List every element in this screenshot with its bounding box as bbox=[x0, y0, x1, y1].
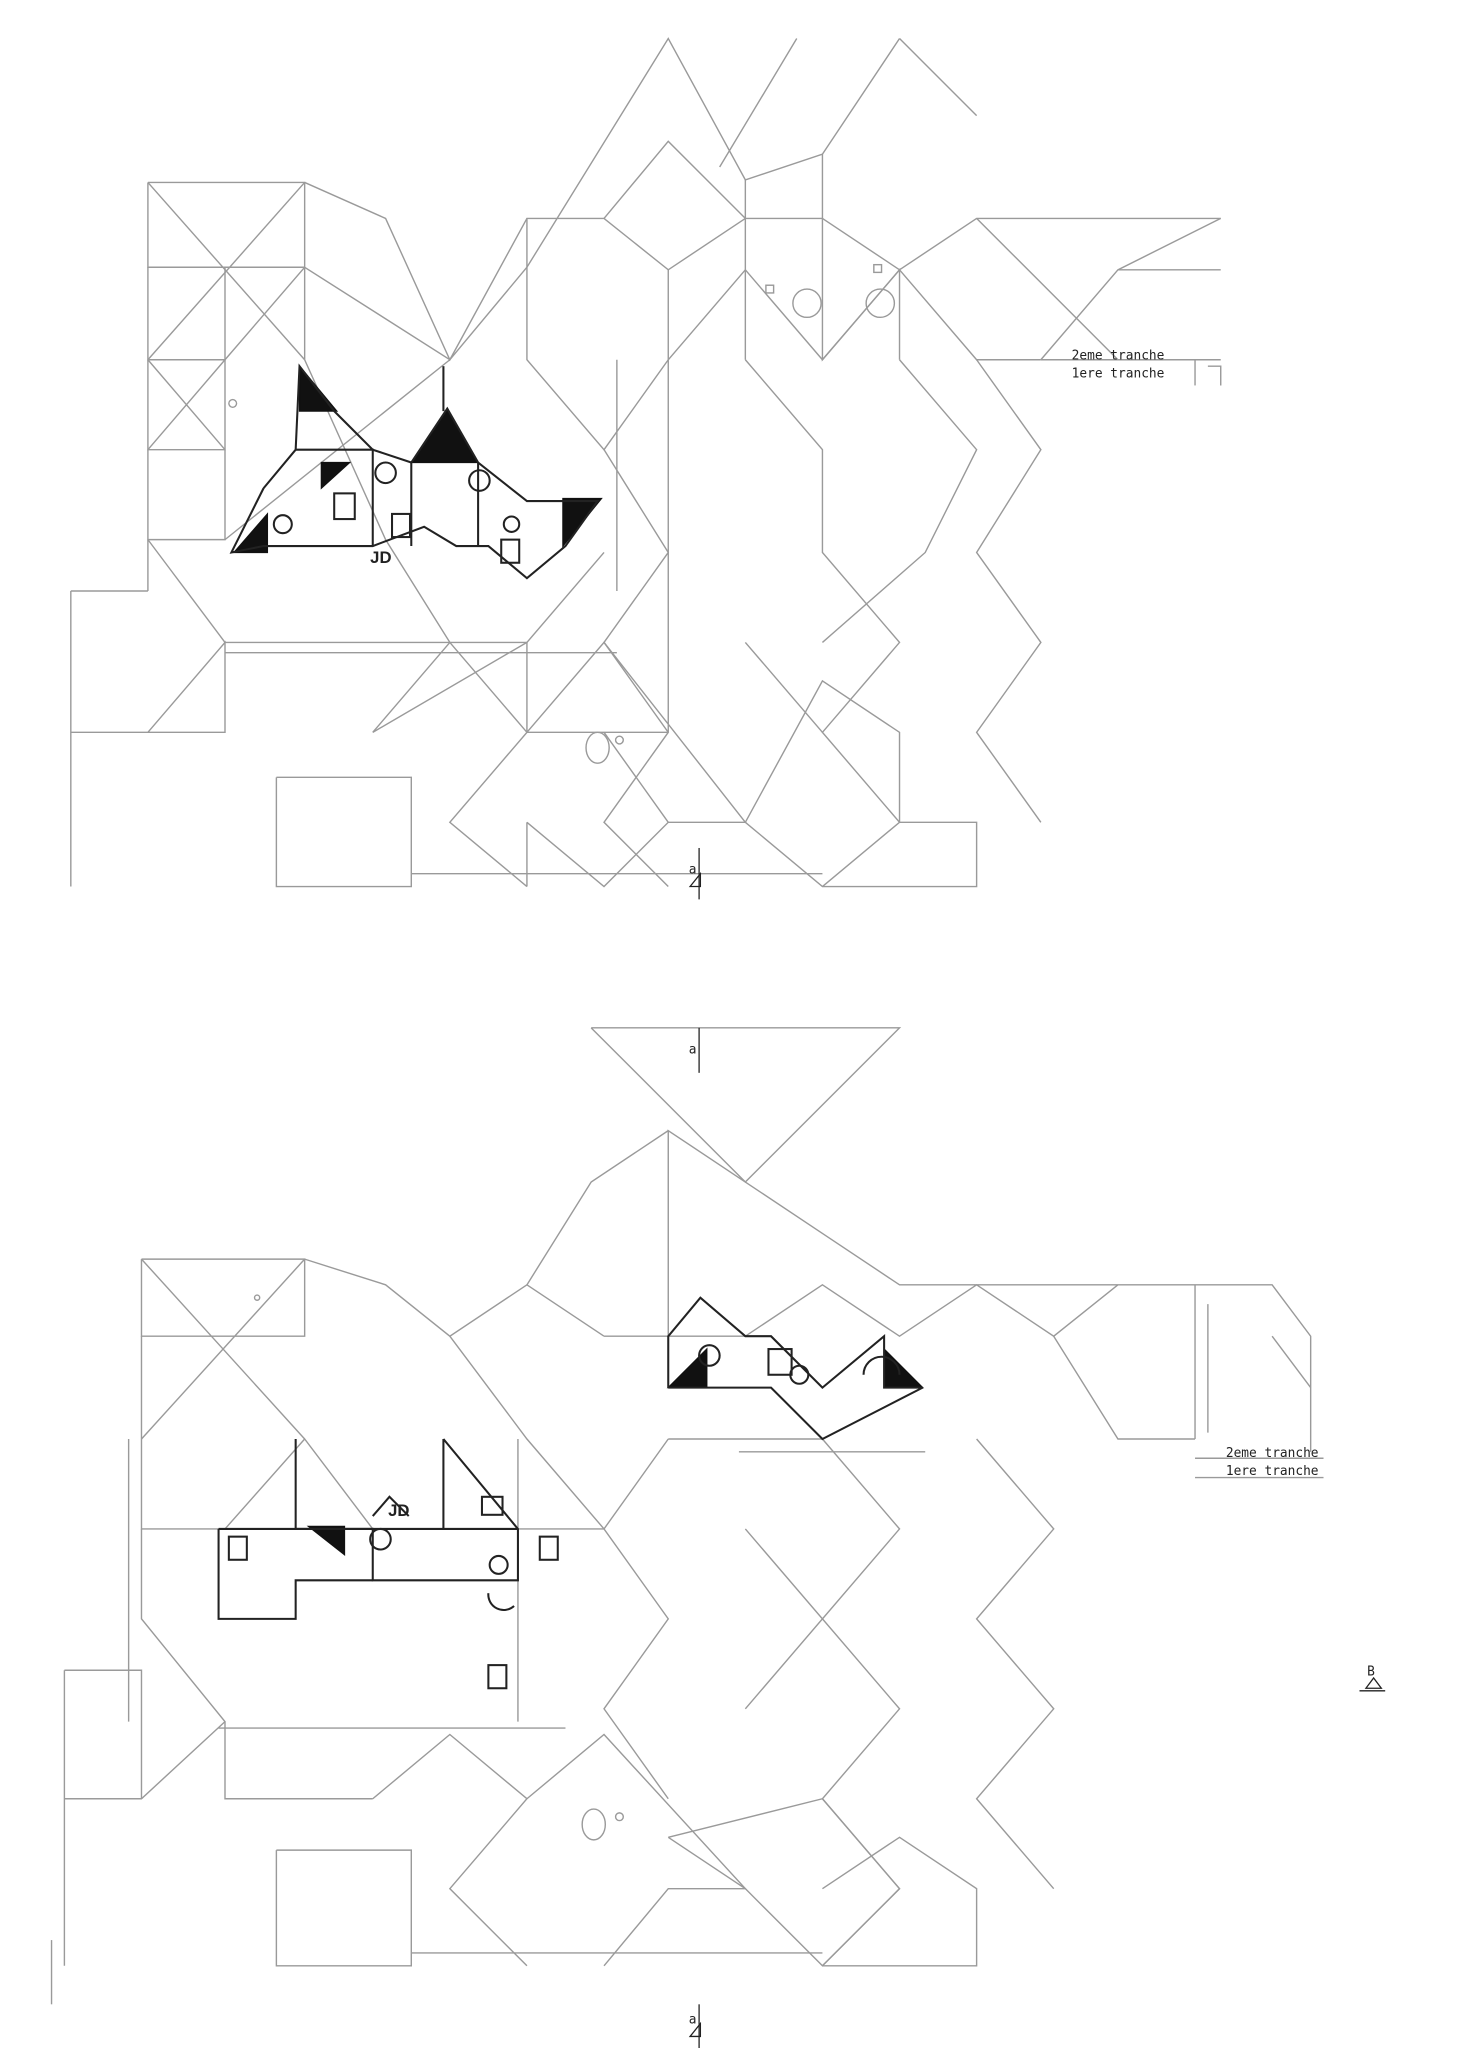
lower-dwelling-units bbox=[217, 1296, 925, 1690]
upper-dwelling-units bbox=[229, 363, 603, 580]
lower-grid-lines bbox=[50, 1027, 1324, 2005]
lower-plan: JD 2eme tranche 1ere tranche a a bbox=[50, 1027, 1324, 2048]
section-b-label: B bbox=[1367, 1664, 1375, 1679]
lower-unit-label: JD bbox=[388, 1501, 409, 1520]
upper-phase-2-label: 2eme tranche bbox=[1072, 349, 1165, 364]
lower-phase-1-label: 1ere tranche bbox=[1226, 1464, 1319, 1479]
lower-section-marker-top: a bbox=[689, 1027, 700, 1073]
upper-unit-label: JD bbox=[370, 548, 391, 567]
lower-top-section-mark-label: a bbox=[689, 1043, 697, 1058]
section-marker-b: B bbox=[1359, 1664, 1386, 1692]
upper-grid-lines bbox=[70, 37, 1222, 888]
lower-bottom-section-mark-label: a bbox=[689, 2013, 697, 2028]
lower-phase-2-label: 2eme tranche bbox=[1226, 1446, 1319, 1461]
upper-section-marker: a bbox=[688, 847, 702, 900]
lower-section-marker-bottom: a bbox=[688, 2004, 702, 2048]
upper-phase-1-label: 1ere tranche bbox=[1072, 367, 1165, 382]
upper-plan: JD 2eme tranche 1ere tranche a bbox=[70, 37, 1222, 900]
upper-section-mark-label: a bbox=[689, 863, 697, 878]
